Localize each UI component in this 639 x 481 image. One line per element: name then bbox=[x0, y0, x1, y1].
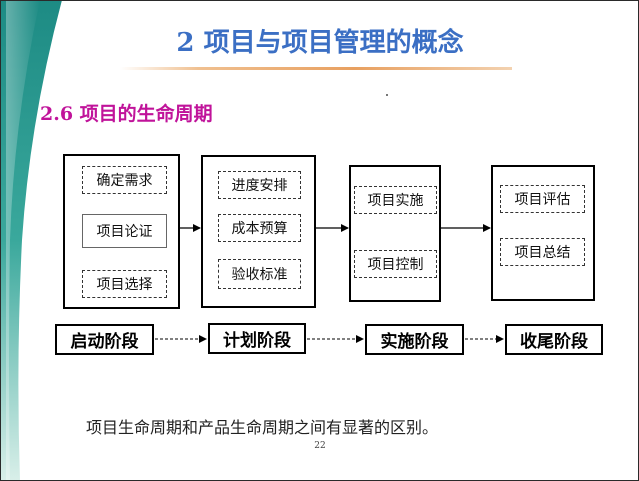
phase-box-execution bbox=[349, 165, 441, 302]
task-cost-budget: 成本预算 bbox=[218, 214, 301, 242]
stage-initiation: 启动阶段 bbox=[55, 324, 154, 355]
teal-band-highlight bbox=[6, 0, 40, 481]
task-project-evaluation: 项目评估 bbox=[500, 185, 585, 213]
task-scheduling: 进度安排 bbox=[218, 171, 301, 199]
task-project-feasibility: 项目论证 bbox=[82, 214, 167, 248]
stage-execution: 实施阶段 bbox=[365, 324, 464, 355]
task-confirm-requirements: 确定需求 bbox=[82, 166, 167, 194]
footnote-text: 项目生命周期和产品生命周期之间有显著的区别。 bbox=[86, 418, 439, 437]
task-acceptance-criteria: 验收标准 bbox=[218, 259, 301, 289]
phase-box-closing bbox=[491, 165, 595, 301]
task-project-implementation: 项目实施 bbox=[354, 186, 437, 214]
stage-planning: 计划阶段 bbox=[208, 323, 306, 354]
stage-closing: 收尾阶段 bbox=[505, 324, 603, 355]
stray-dot bbox=[386, 94, 388, 96]
phase-box-planning bbox=[201, 155, 316, 308]
section-heading: 2.6 项目的生命周期 bbox=[40, 103, 213, 125]
task-project-selection: 项目选择 bbox=[82, 270, 167, 298]
page-number: 22 bbox=[314, 441, 326, 451]
slide-title: 2 项目与项目管理的概念 bbox=[176, 28, 464, 58]
task-project-summary: 项目总结 bbox=[500, 238, 585, 266]
title-underline bbox=[120, 67, 512, 70]
task-project-control: 项目控制 bbox=[354, 250, 437, 278]
left-decoration bbox=[0, 0, 62, 481]
